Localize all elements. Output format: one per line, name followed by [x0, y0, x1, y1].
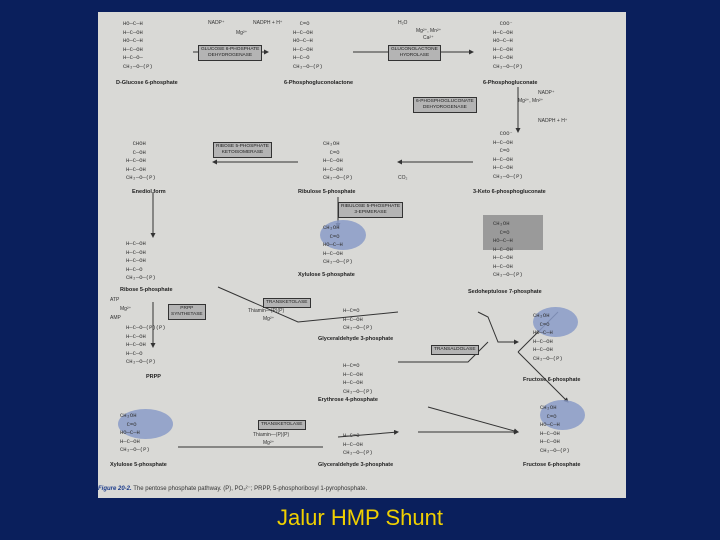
compound-label: Ribulose 5-phosphate [298, 189, 356, 195]
compound-formula: CH₂OH C=O HO—C—H H—C—OH CH₂—O—(P) [323, 224, 353, 265]
pathway-figure: HO—C—H H—C—OH HO—C—H H—C—OH H—C—O— CH₂—O… [98, 12, 626, 498]
cofactor: Mg²⁺, Mn²⁺ [518, 98, 544, 104]
figure-caption: Figure 20-2. The pentose phosphate pathw… [98, 485, 626, 492]
compound-label: Glyceraldehyde 3-phosphate [318, 336, 394, 342]
compound-label: Xylulose 5-phosphate [298, 272, 355, 278]
compound-label: 6-Phosphogluconate [483, 80, 538, 86]
compound-label: Ribose 5-phosphate [120, 287, 173, 293]
cofactor: Mg²⁺ [263, 316, 275, 322]
enzyme-box: TRANSKETOLASE [258, 420, 306, 430]
cofactor: Thiamin—(P)(P) [253, 432, 290, 438]
pathway-arrows [150, 49, 569, 448]
cofactor: NADPH + H⁺ [538, 118, 568, 124]
enzyme-box: TRANSALDOLASE [431, 345, 479, 355]
compound-formula: CHOH C—OH H—C—OH H—C—OH CH₂—O—(P) [126, 140, 156, 181]
compound-formula: H—C—OH H—C—OH H—C—OH H—C—O CH₂—O—(P) [126, 240, 156, 281]
enzyme-box: GLUCOSE 6-PHOSPHATE DEHYDROGENASE [198, 45, 263, 61]
cofactor: Mg²⁺ [263, 440, 275, 446]
compound-label: Fructose 6-phosphate [523, 377, 581, 383]
compound-formula: CH₂OH C=O HO—C—H H—C—OH CH₂—O—(P) [120, 412, 150, 453]
figure-caption-text: The pentose phosphate pathway. (P), PO₃²… [133, 486, 368, 492]
compound-formula: H—C=O H—C—OH CH₂—O—(P) [343, 307, 373, 331]
compound-formula: CH₂OH C=O HO—C—H H—C—OH H—C—OH H—C—OH CH… [493, 220, 523, 278]
highlight-box-sedoheptulose [483, 215, 543, 250]
compound-label: Sedoheptulose 7-phosphate [468, 289, 542, 295]
compound-formula: COO⁻ H—C—OH HO—C—H H—C—OH H—C—OH CH₂—O—(… [493, 20, 523, 70]
cofactor: Thiamin—(P)(P) [248, 308, 285, 314]
cofactor: NADPH + H⁺ [253, 20, 283, 26]
compound-formula: H—C=O H—C—OH CH₂—O—(P) [343, 432, 373, 456]
compound-formula: CH₂OH C=O H—C—OH H—C—OH CH₂—O—(P) [323, 140, 353, 181]
compound-label: Erythrose 4-phosphate [318, 397, 378, 403]
cofactor: Ca²⁺ [423, 35, 434, 41]
figure-caption-label: Figure 20-2. [98, 486, 132, 492]
compound-label: 6-Phosphogluconolactone [284, 80, 354, 86]
cofactor: Mg²⁺ [120, 306, 132, 312]
enzyme-box: RIBOSE 5-PHOSPHATE KETOISOMERASE [213, 142, 272, 158]
enzyme-box: 6-PHOSPHOGLUCONATE DEHYDROGENASE [413, 97, 477, 113]
compound-label: Xylulose 5-phosphate [110, 462, 167, 468]
enzyme-box: TRANSKETOLASE [263, 298, 311, 308]
compound-formula: H—C=O H—C—OH H—C—OH CH₂—O—(P) [343, 362, 373, 395]
compound-formula: C=O H—C—OH HO—C—H H—C—OH H—C—O CH₂—O—(P) [293, 20, 323, 70]
highlight-oval-fructose-a [533, 307, 578, 337]
highlight-oval-fructose-b [540, 400, 585, 430]
enzyme-box: RIBULOSE 5-PHOSPHATE 3-EPIMERASE [338, 202, 404, 218]
compound-formula: HO—C—H H—C—OH HO—C—H H—C—OH H—C—O— CH₂—O… [123, 20, 153, 70]
cofactor: NADP⁺ [208, 20, 225, 26]
compound-label: 3-Keto 6-phosphogluconate [473, 189, 546, 195]
compound-formula: CH₂OH C=O HO—C—H H—C—OH H—C—OH CH₂—O—(P) [540, 404, 570, 454]
compound-formula: CH₂OH C=O HO—C—H H—C—OH H—C—OH CH₂—O—(P) [533, 312, 563, 362]
slide-title: Jalur HMP Shunt [277, 505, 443, 530]
cofactor: ATP [110, 297, 120, 303]
cofactor: AMP [110, 315, 121, 321]
compound-label: PRPP [146, 374, 161, 380]
cofactor: NADP⁺ [538, 90, 555, 96]
compound-formula: H—C—O—(P)(P) H—C—OH H—C—OH H—C—O CH₂—O—(… [126, 324, 166, 365]
compound-formula: COO⁻ H—C—OH C=O H—C—OH H—C—OH CH₂—O—(P) [493, 130, 523, 180]
compound-label: Enediol form [132, 189, 166, 195]
enzyme-box: GLUCONOLACTONE HYDROLASE [388, 45, 441, 61]
cofactor: Mg²⁺ [236, 30, 248, 36]
highlight-oval-ribulose [320, 220, 366, 250]
compound-label: Fructose 6-phosphate [523, 462, 581, 468]
compound-label: D-Glucose 6-phosphate [116, 80, 178, 86]
cofactor: CO₂ [398, 175, 408, 181]
compound-label: Glyceraldehyde 3-phosphate [318, 462, 394, 468]
enzyme-box: PRPP SYNTHETASE [168, 304, 206, 320]
cofactor: Mg²⁺, Mn²⁺ [416, 28, 442, 34]
highlight-oval-xylulose [118, 409, 173, 439]
cofactor: H₂O [398, 20, 408, 26]
